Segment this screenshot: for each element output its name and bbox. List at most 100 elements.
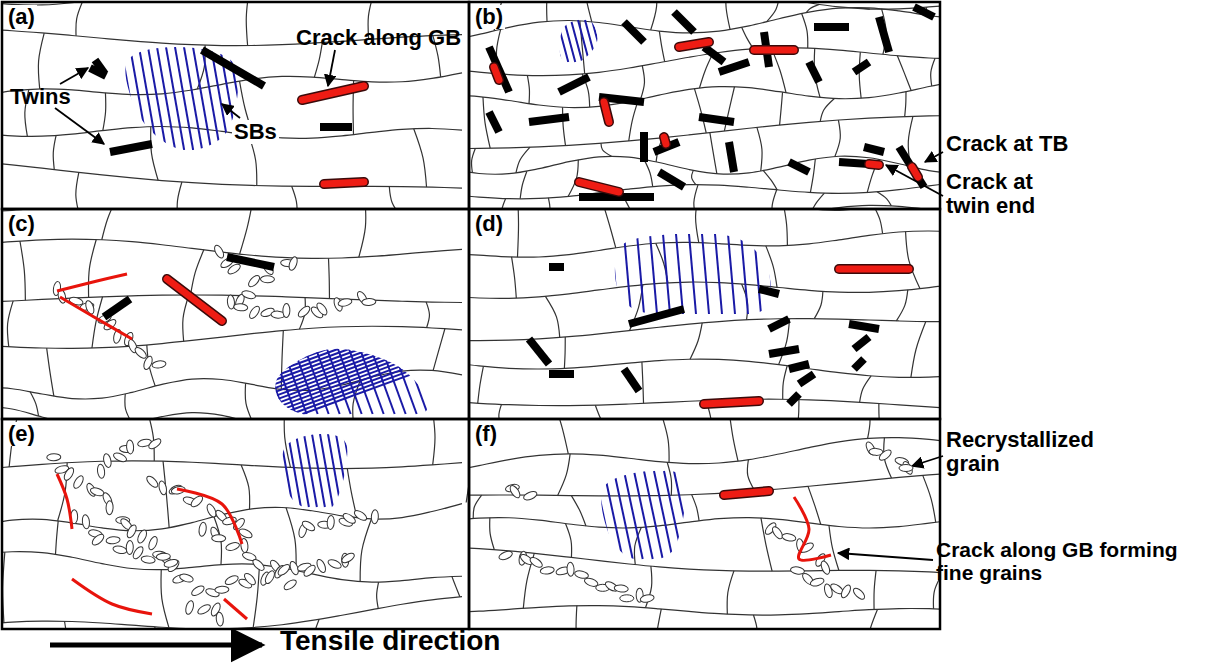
recrystallized-grain xyxy=(226,262,242,276)
recrystallized-grain xyxy=(839,584,852,600)
grain-boundary xyxy=(859,52,861,98)
grain-boundary xyxy=(499,404,504,419)
recrystallized-grain xyxy=(296,304,311,318)
grain-boundary xyxy=(603,209,615,248)
grain-boundary xyxy=(814,291,823,318)
grain-boundary xyxy=(125,394,132,419)
crack xyxy=(679,42,709,47)
grain-boundary xyxy=(757,127,762,171)
grain-boundary xyxy=(654,609,662,629)
grain-boundary xyxy=(38,33,44,89)
shear-bands xyxy=(38,349,469,414)
twin xyxy=(849,324,879,329)
twin xyxy=(854,359,864,369)
shear-bands xyxy=(559,234,826,314)
grain-boundary xyxy=(433,329,445,371)
grain-boundary xyxy=(520,171,527,199)
recrystallized-grain xyxy=(287,256,298,272)
grain-boundary xyxy=(516,147,530,173)
grain-boundary xyxy=(874,570,876,609)
twin xyxy=(854,62,869,72)
grain-boundary xyxy=(753,615,757,629)
grain-boundary xyxy=(473,495,481,518)
grain-boundary xyxy=(783,209,787,246)
recrystallized-grain xyxy=(215,586,229,594)
grain-boundary xyxy=(866,419,870,438)
grain-boundary xyxy=(469,115,940,148)
grain-boundary xyxy=(829,525,839,570)
recrystallized-grain xyxy=(136,529,148,545)
panel-frame xyxy=(2,419,469,629)
twin xyxy=(640,132,648,162)
crack xyxy=(869,164,879,165)
grain-boundary xyxy=(469,438,940,472)
twin xyxy=(674,12,694,32)
grain-boundary xyxy=(2,162,462,188)
grain-boundary xyxy=(766,246,777,287)
crack xyxy=(579,182,619,192)
grain-boundary xyxy=(911,322,926,378)
recrystallized-grain xyxy=(125,523,138,539)
grain-boundary xyxy=(472,148,476,172)
recrystallized-grain xyxy=(781,532,796,542)
grain-boundary xyxy=(742,27,754,48)
gb-crack xyxy=(72,579,152,614)
grain-boundary xyxy=(584,2,592,22)
recrystallized-grain xyxy=(205,503,218,519)
recrystallized-grain xyxy=(62,466,75,482)
recrystallized-grain xyxy=(327,558,343,570)
grain-boundary xyxy=(151,127,158,181)
panel-frame xyxy=(469,419,940,629)
grain-boundary xyxy=(191,250,204,295)
grain-boundary xyxy=(414,129,427,187)
crack xyxy=(494,67,499,80)
crack xyxy=(324,182,364,184)
leader-arrow xyxy=(328,50,335,86)
grain-boundary xyxy=(860,376,871,402)
twin xyxy=(864,147,884,152)
grain-boundary xyxy=(286,508,296,571)
panel-letter: (e) xyxy=(6,422,37,446)
callout-label: Crack along GB forming fine grains xyxy=(936,538,1218,584)
grain-boundary xyxy=(820,98,834,121)
grain-boundary xyxy=(692,495,699,521)
recrystallized-grain xyxy=(212,535,226,542)
twin xyxy=(489,112,499,132)
grain-boundary xyxy=(377,582,379,608)
grain-boundary xyxy=(730,419,738,461)
recrystallized-grain xyxy=(809,577,824,588)
recrystallized-grain xyxy=(276,563,291,577)
grain-boundary xyxy=(545,198,550,209)
grain-boundary xyxy=(595,405,608,419)
grain-boundary xyxy=(76,2,83,36)
panel-letter: (c) xyxy=(6,212,37,236)
grain-boundary xyxy=(469,473,940,496)
recrystallized-grain xyxy=(196,603,212,616)
grain-boundary xyxy=(810,159,815,192)
grain-boundary xyxy=(694,185,698,209)
callout-label: Crack at twin end xyxy=(946,170,1066,218)
recrystallized-grain xyxy=(152,360,167,369)
recrystallized-grain xyxy=(371,510,379,524)
recrystallized-grain xyxy=(141,555,156,564)
twin xyxy=(719,62,749,72)
grain-boundary xyxy=(478,366,484,403)
grain-boundary xyxy=(772,190,777,209)
grain-boundary xyxy=(183,295,189,341)
grain-boundary xyxy=(30,392,38,416)
gb-crack xyxy=(57,274,127,291)
recrystallized-grain xyxy=(263,569,276,585)
twin xyxy=(914,7,934,17)
recrystallized-grain xyxy=(112,545,127,555)
grain-boundary xyxy=(783,366,787,400)
twin xyxy=(789,394,799,404)
grain-boundary xyxy=(426,302,429,328)
recrystallized-grain xyxy=(198,522,207,537)
grain-boundary xyxy=(692,170,696,184)
twin xyxy=(879,17,889,52)
twin xyxy=(729,142,734,172)
callout-label: Recrystallized grain xyxy=(946,428,1106,476)
recrystallized-grain xyxy=(315,558,327,574)
recrystallized-grain xyxy=(878,448,893,462)
recrystallized-grain xyxy=(353,509,369,523)
